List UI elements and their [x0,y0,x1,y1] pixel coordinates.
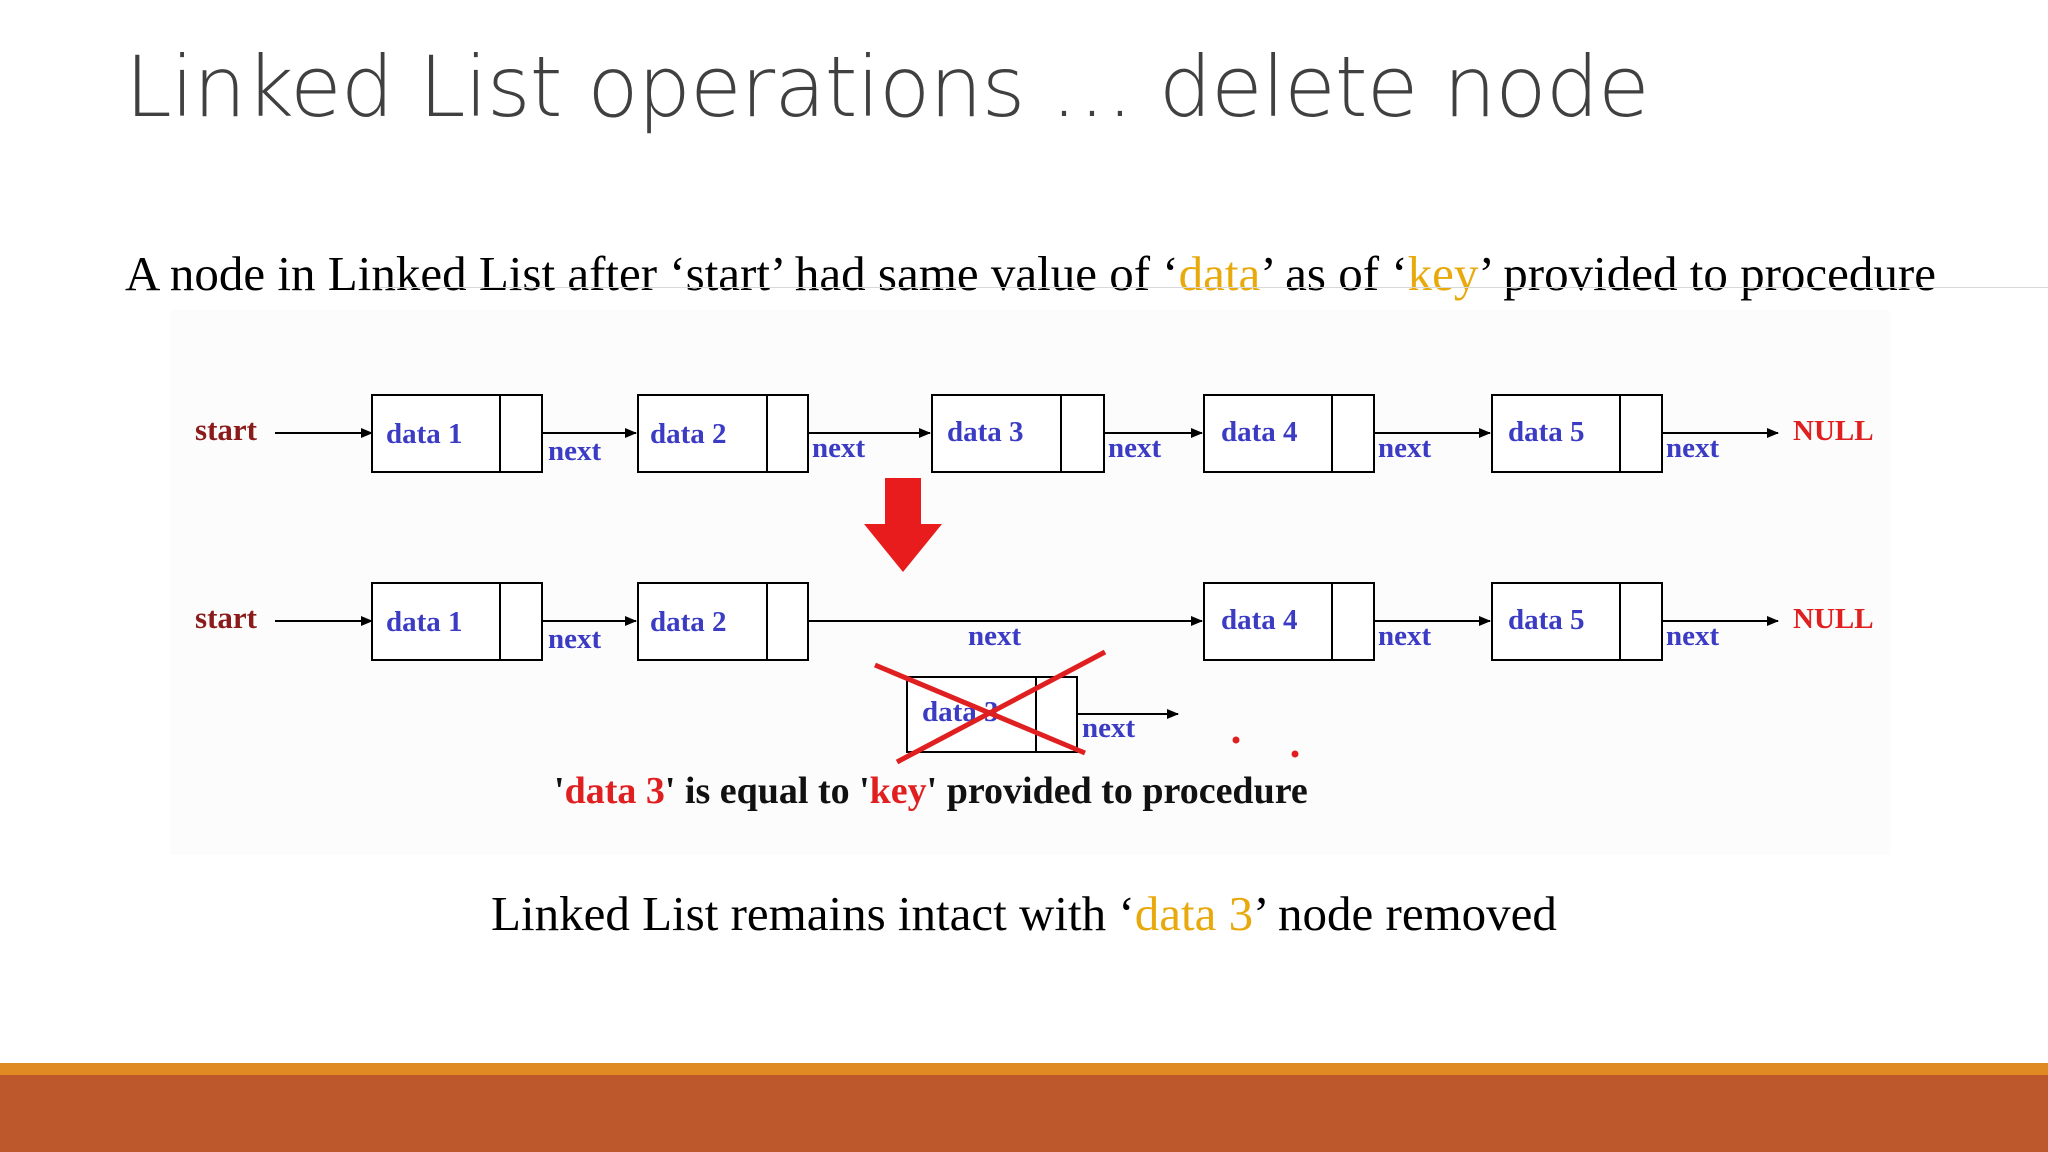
list-node: data 5 [1491,582,1663,661]
list-node: data 1 [371,582,543,661]
bullet-text: A node in Linked List after ‘start’ had … [125,245,1936,302]
deleted-node: data 3 next [906,676,1179,753]
cross-stroke [895,649,1107,765]
start-label: start [195,600,258,635]
next-label: next [1082,712,1136,744]
footer-band-accent [0,1063,2048,1075]
node-box [1491,394,1663,473]
node-data-label: data 1 [386,418,463,450]
node-data-label: data 4 [1221,416,1298,448]
annotation-dot [1291,750,1299,758]
slide-title: Linked List operations … delete node [125,38,1650,136]
caption-highlight: data 3 [1134,886,1254,941]
key-match-note: 'data 3' is equal to 'key' provided to p… [554,770,1308,812]
bullet-highlight-data: data [1178,246,1261,301]
down-arrow-icon [864,478,942,572]
node-data-label: data 5 [1508,416,1585,448]
start-label: start [195,412,258,447]
note-highlight: key [870,770,927,812]
null-label: NULL [1793,603,1874,635]
list-node: data 2 [637,582,809,661]
next-label: next [812,432,866,464]
next-label: next [1378,432,1432,464]
node-box [637,582,809,661]
caption-part: Linked List remains intact with ‘ [491,886,1135,941]
annotation-dot [1232,736,1240,744]
cross-out-icon [874,649,1107,765]
note-part: ' is equal to ' [665,770,870,812]
diagram-canvas: start data 1 next data 2 next data 3 nex… [195,394,1874,812]
list-node: data 3 [931,394,1105,473]
node-data-label: data 1 [386,606,463,638]
next-label: next [1108,432,1162,464]
node-data-label: data 2 [650,418,727,450]
node-box [371,582,543,661]
bullet-part: ’ as of ‘ [1260,246,1408,301]
list-node: data 1 [371,394,543,473]
caption-part: ’ node removed [1253,886,1557,941]
next-label: next [1378,620,1432,652]
cross-stroke [874,662,1086,756]
node-data-label: data 5 [1508,604,1585,636]
node-box [1203,582,1375,661]
list-node: data 2 [637,394,809,473]
bullet-part: ’ provided to procedure [1478,246,1936,301]
list-node: data 4 [1203,582,1375,661]
note-part: ' provided to procedure [927,770,1308,812]
node-data-label: data 3 [947,416,1024,448]
bullet-highlight-key: key [1407,246,1479,301]
list-node: data 5 [1491,394,1663,473]
footer-band [0,1075,2048,1152]
node-box [931,394,1105,473]
node-data-label: data 2 [650,606,727,638]
next-label: next [1666,620,1720,652]
note-highlight: data 3 [565,770,665,812]
linked-list-diagram: start data 1 next data 2 next data 3 nex… [170,310,1890,855]
null-label: NULL [1793,415,1874,447]
next-label: next [548,435,602,467]
list-node: data 4 [1203,394,1375,473]
node-box [1203,394,1375,473]
note-part: ' [554,770,565,812]
bullet-part: A node in Linked List after ‘start’ had … [125,246,1179,301]
divider [380,287,2048,288]
next-label: next [1666,432,1720,464]
next-label: next [968,620,1022,652]
node-data-label: data 4 [1221,604,1298,636]
node-box [637,394,809,473]
caption-text: Linked List remains intact with ‘data 3’… [0,885,2048,942]
next-label: next [548,623,602,655]
